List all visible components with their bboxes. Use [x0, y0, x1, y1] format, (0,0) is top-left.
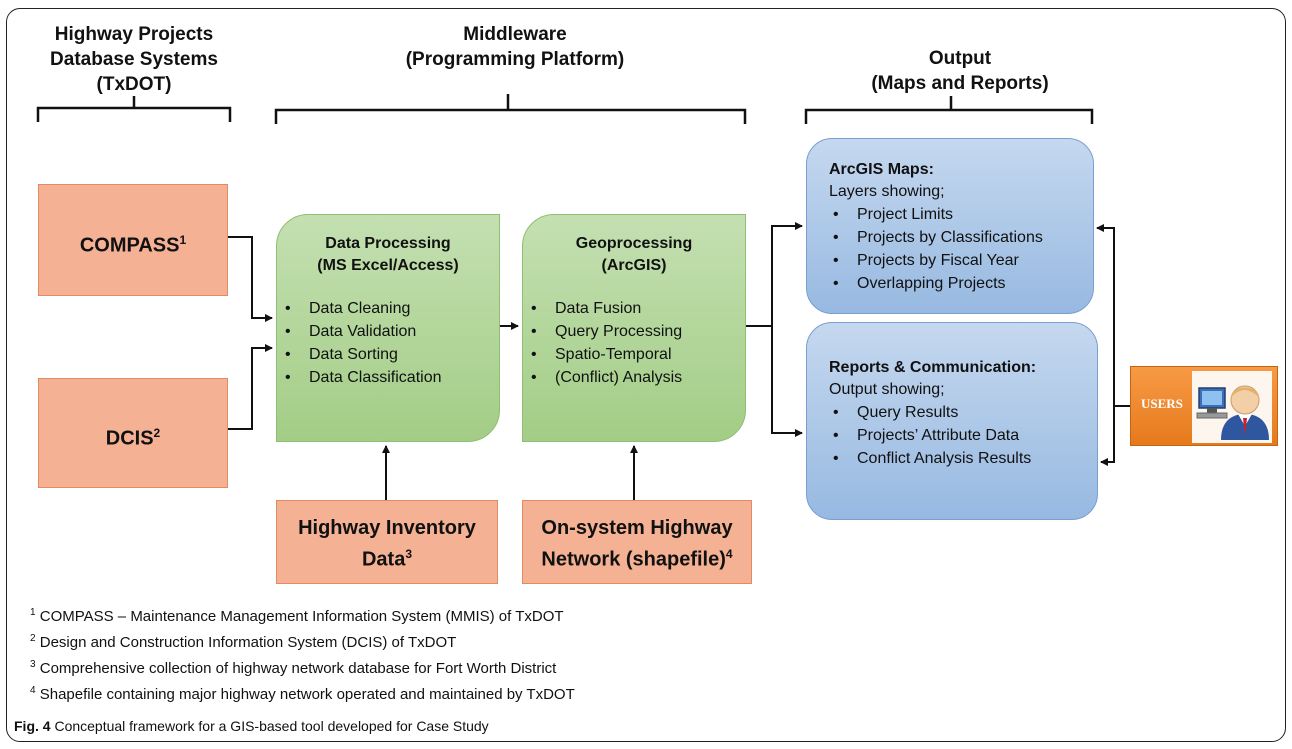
- list-item: Query Processing: [525, 320, 745, 343]
- data-processing-subtitle: (MS Excel/Access): [317, 257, 459, 274]
- list-item: Data Classification: [279, 366, 499, 389]
- arcgis-maps-title: ArcGIS Maps:: [829, 161, 934, 178]
- highway-network-label: On-system Highway: [541, 517, 733, 539]
- header-database-systems: Highway Projects Database Systems (TxDOT…: [50, 24, 218, 95]
- highway-inventory-box: Highway Inventory Data3: [276, 500, 498, 584]
- footnotes: 1 COMPASS – Maintenance Management Infor…: [30, 602, 575, 706]
- arrow-compass-to-processing: [228, 236, 273, 322]
- list-item: Data Fusion: [525, 297, 745, 320]
- compass-footnote-mark: 1: [179, 233, 187, 247]
- caption-text: Conceptual framework for a GIS-based too…: [54, 718, 489, 734]
- brace-database: [36, 96, 232, 122]
- list-item: Projects by Classifications: [827, 226, 1093, 249]
- users-label: USERS: [1141, 396, 1183, 411]
- highway-inventory-label: Highway Inventory: [298, 517, 476, 539]
- arcgis-maps-subtitle: Layers showing;: [829, 183, 945, 200]
- arcgis-maps-box: ArcGIS Maps: Layers showing; Project Lim…: [806, 138, 1094, 314]
- dcis-box: DCIS2: [38, 378, 228, 488]
- list-item: Projects by Fiscal Year: [827, 249, 1093, 272]
- user-computer-icon: [1192, 371, 1272, 443]
- footnote-4: 4 Shapefile containing major highway net…: [30, 685, 575, 703]
- list-item: Data Cleaning: [279, 297, 499, 320]
- arrow-geoprocessing-to-reports: [771, 326, 803, 437]
- inventory-footnote-mark: 3: [405, 547, 413, 561]
- list-item: Data Sorting: [279, 343, 499, 366]
- reports-title: Reports & Communication:: [829, 359, 1037, 376]
- list-item: Project Limits: [827, 203, 1093, 226]
- data-processing-title: Data Processing: [325, 235, 451, 252]
- data-processing-box: Data Processing (MS Excel/Access) Data C…: [276, 214, 500, 442]
- list-item: Overlapping Projects: [827, 272, 1093, 295]
- footnote-2: 2 Design and Construction Information Sy…: [30, 633, 457, 651]
- header-middleware: Middleware (Programming Platform): [405, 24, 625, 70]
- brace-middleware: [274, 94, 747, 124]
- geoprocessing-list: Data Fusion Query Processing Spatio-Temp…: [525, 297, 745, 389]
- list-item: Spatio-Temporal: [525, 343, 745, 366]
- figure-frame: [6, 8, 1286, 742]
- reports-subtitle: Output showing;: [829, 381, 945, 398]
- figure-caption: Fig. 4 Conceptual framework for a GIS-ba…: [14, 717, 489, 735]
- highway-network-box: On-system Highway Network (shapefile)4: [522, 500, 752, 584]
- dcis-label: DCIS: [105, 427, 154, 450]
- geoprocessing-title: Geoprocessing: [575, 235, 693, 252]
- brace-output: [804, 96, 1094, 124]
- compass-box: COMPASS1: [38, 184, 228, 296]
- compass-label: COMPASS: [79, 234, 180, 257]
- footnote-3: 3 Comprehensive collection of highway ne…: [30, 659, 557, 677]
- arrow-users-to-reports: [1100, 406, 1115, 466]
- geoprocessing-subtitle: (ArcGIS): [601, 257, 667, 274]
- arcgis-maps-list: Project Limits Projects by Classificatio…: [827, 203, 1093, 295]
- reports-box: Reports & Communication: Output showing;…: [806, 322, 1098, 520]
- list-item: (Conflict) Analysis: [525, 366, 745, 389]
- geoprocessing-box: Geoprocessing (ArcGIS) Data Fusion Query…: [522, 214, 746, 442]
- network-footnote-mark: 4: [725, 547, 733, 561]
- users-box: USERS: [1130, 366, 1278, 446]
- arrow-geoprocessing-to-maps: [746, 222, 803, 327]
- footnote-1: 1 COMPASS – Maintenance Management Infor…: [30, 607, 564, 625]
- data-processing-list: Data Cleaning Data Validation Data Sorti…: [279, 297, 499, 389]
- arrow-users-to-maps: [1096, 224, 1130, 407]
- list-item: Query Results: [827, 401, 1097, 424]
- list-item: Projects’ Attribute Data: [827, 424, 1097, 447]
- reports-list: Query Results Projects’ Attribute Data C…: [827, 401, 1097, 470]
- list-item: Conflict Analysis Results: [827, 447, 1097, 470]
- arrow-dcis-to-processing: [228, 344, 273, 430]
- caption-label: Fig. 4: [14, 718, 51, 734]
- list-item: Data Validation: [279, 320, 499, 343]
- header-output: Output (Maps and Reports): [871, 48, 1049, 94]
- dcis-footnote-mark: 2: [153, 426, 161, 440]
